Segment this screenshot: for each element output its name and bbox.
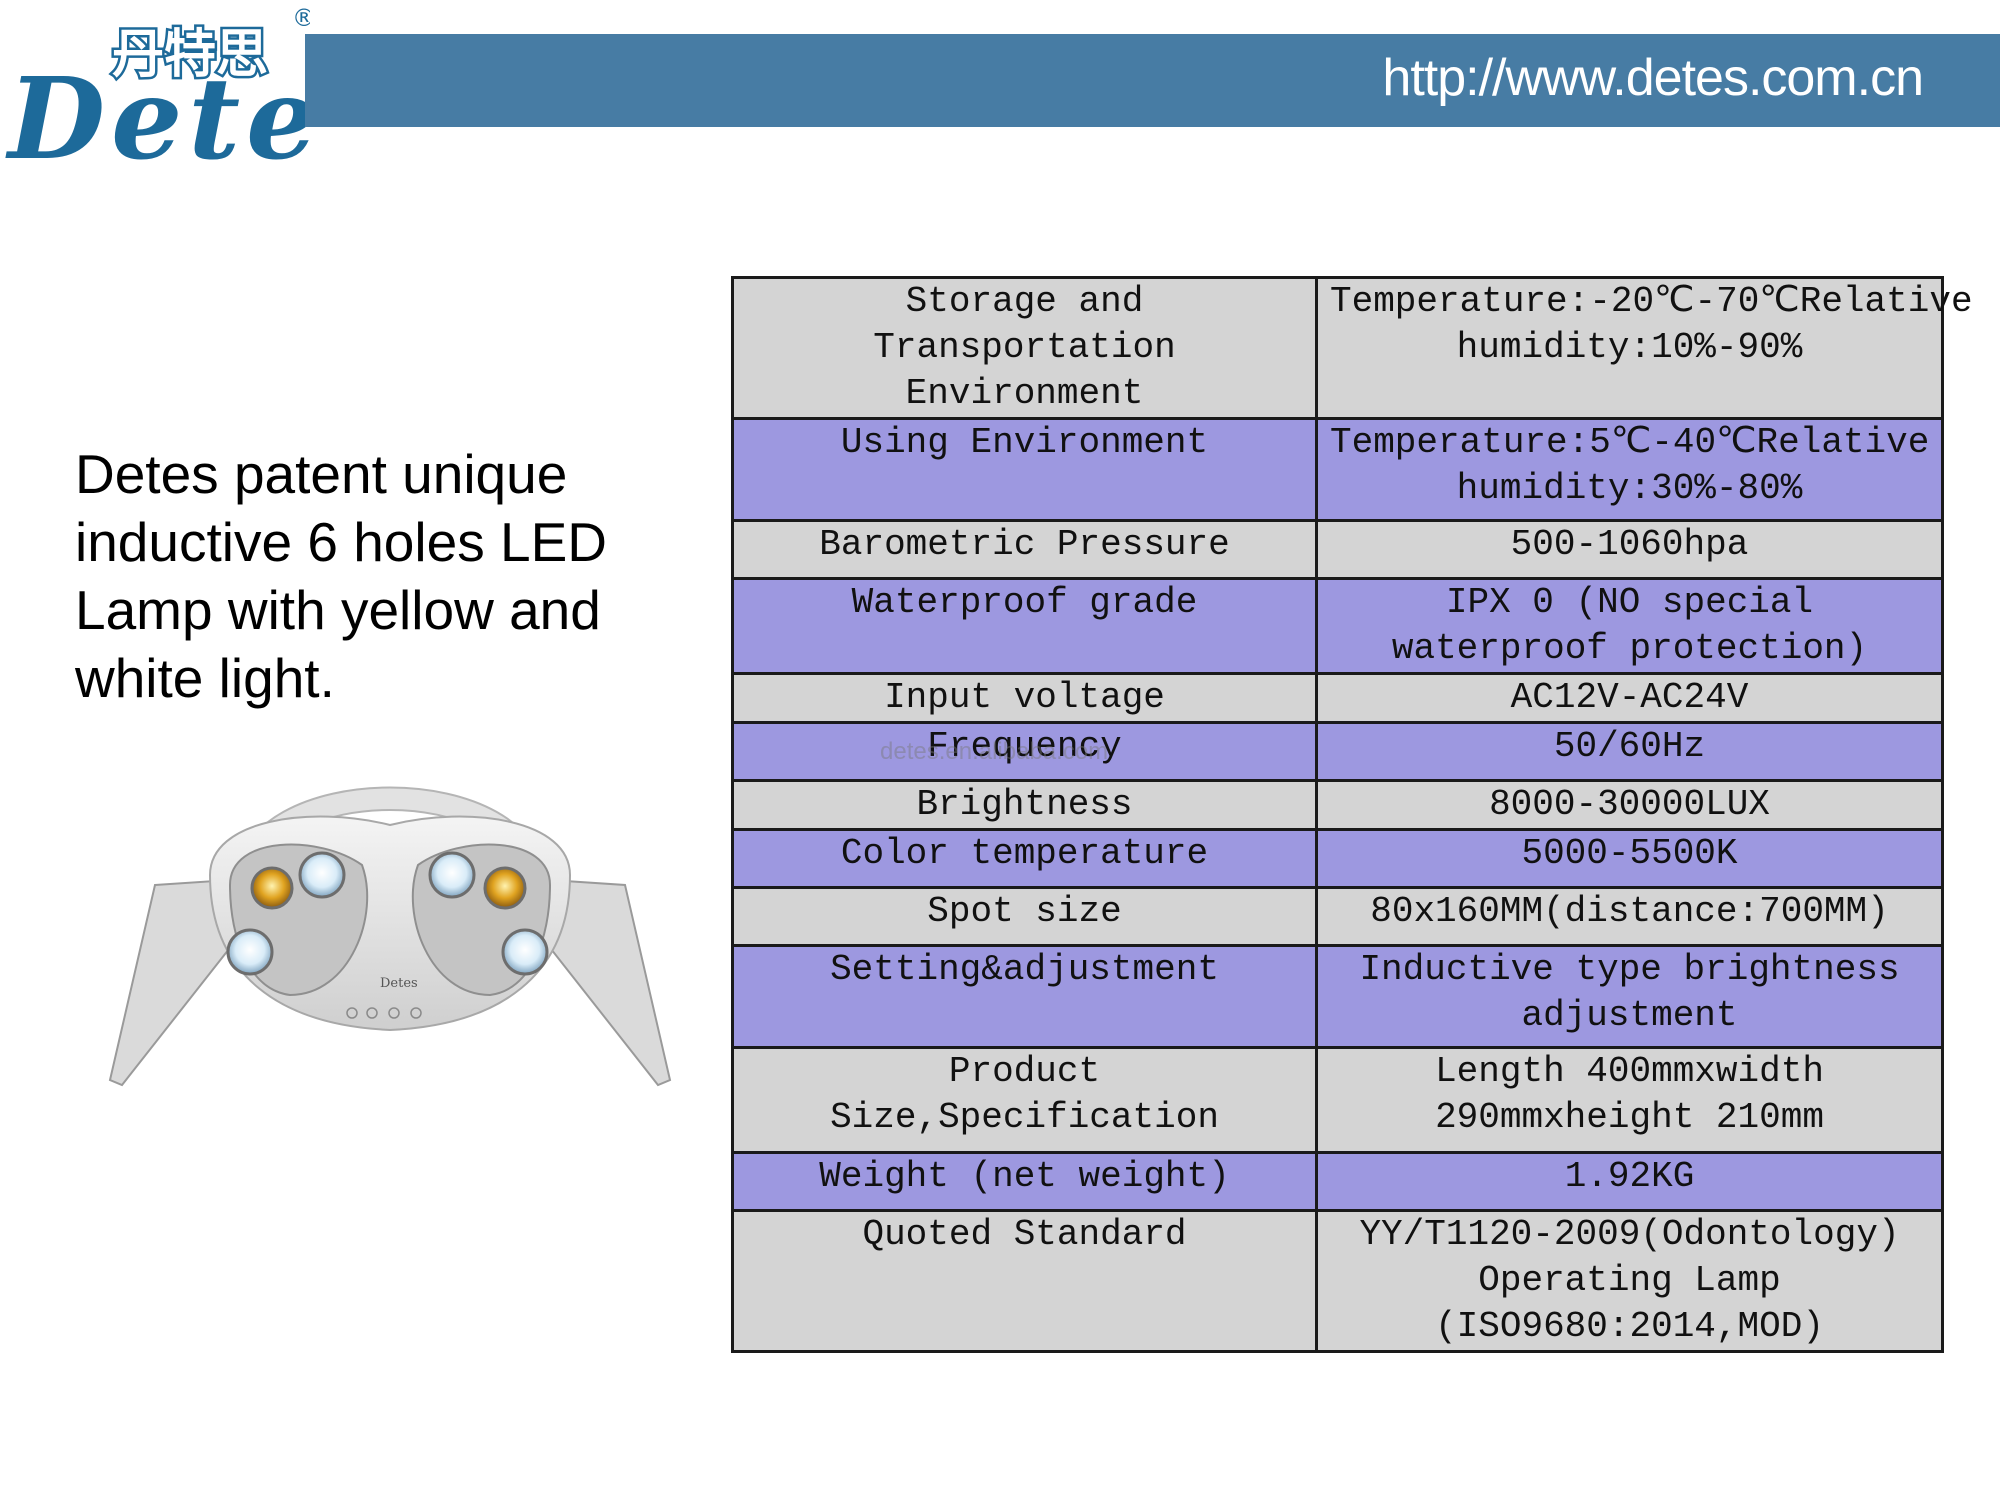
spec-label: Frequency — [731, 721, 1318, 782]
spec-value: YY/T1120-2009(Odontology) Operating Lamp… — [1315, 1209, 1944, 1353]
logo-latin-text: Detes — [5, 54, 310, 180]
yellow-led-icon — [483, 866, 527, 910]
lamp-control-button-icon — [388, 1007, 400, 1019]
spec-value: 8000-30000LUX — [1315, 779, 1944, 831]
spec-label: Product Size,Specification — [731, 1046, 1318, 1154]
lamp-control-button-icon — [366, 1007, 378, 1019]
logo-registered-mark: ® — [292, 4, 310, 32]
logo-chinese-text: 丹特思 — [112, 25, 268, 85]
spec-label: Color temperature — [731, 828, 1318, 889]
white-led-icon — [501, 928, 549, 976]
spec-value: IPX 0 (NO special waterproof protection) — [1315, 577, 1944, 675]
spec-label: Setting&adjustment — [731, 944, 1318, 1049]
spec-label: Waterproof grade — [731, 577, 1318, 675]
spec-value: AC12V-AC24V — [1315, 672, 1944, 724]
lamp-control-button-icon — [410, 1007, 422, 1019]
spec-label: Input voltage — [731, 672, 1318, 724]
spec-label: Weight (net weight) — [731, 1151, 1318, 1212]
website-url[interactable]: http://www.detes.com.cn — [1382, 49, 1924, 107]
spec-row: Weight (net weight)1.92KG — [731, 1151, 1944, 1212]
spec-label: Quoted Standard — [731, 1209, 1318, 1353]
lamp-control-button-icon — [346, 1007, 358, 1019]
spec-value: Temperature:5℃-40℃Relative humidity:30%-… — [1315, 417, 1944, 522]
white-led-icon — [226, 928, 274, 976]
led-lamp-image: Detes — [108, 786, 672, 1087]
spec-label: Brightness — [731, 779, 1318, 831]
spec-label: Barometric Pressure — [731, 519, 1318, 580]
header-bar: http://www.detes.com.cn — [305, 34, 2000, 127]
spec-label: Using Environment — [731, 417, 1318, 522]
lamp-brand-mark: Detes — [380, 976, 418, 991]
spec-value: 500-1060hpa — [1315, 519, 1944, 580]
product-description: Detes patent unique inductive 6 holes LE… — [75, 443, 607, 709]
spec-value: 5000-5500K — [1315, 828, 1944, 889]
watermark: detes.en.alibaba.com — [880, 738, 1109, 765]
yellow-led-icon — [250, 866, 294, 910]
spec-value: 50/60Hz — [1315, 721, 1944, 782]
detes-logo: 丹特思 ® Detes — [5, 4, 310, 180]
white-led-icon — [298, 851, 346, 899]
white-led-icon — [428, 851, 476, 899]
spec-value: 1.92KG — [1315, 1151, 1944, 1212]
spec-label: Spot size — [731, 886, 1318, 947]
spec-value: 80x160MM(distance:700MM) — [1315, 886, 1944, 947]
spec-label: Storage and Transportation Environment — [731, 276, 1318, 420]
spec-value: Inductive type brightness adjustment — [1315, 944, 1944, 1049]
spec-value: Length 400mmxwidth 290mmxheight 210mm — [1315, 1046, 1944, 1154]
spec-value: Temperature:-20℃-70℃Relative humidity:10… — [1315, 276, 1973, 420]
